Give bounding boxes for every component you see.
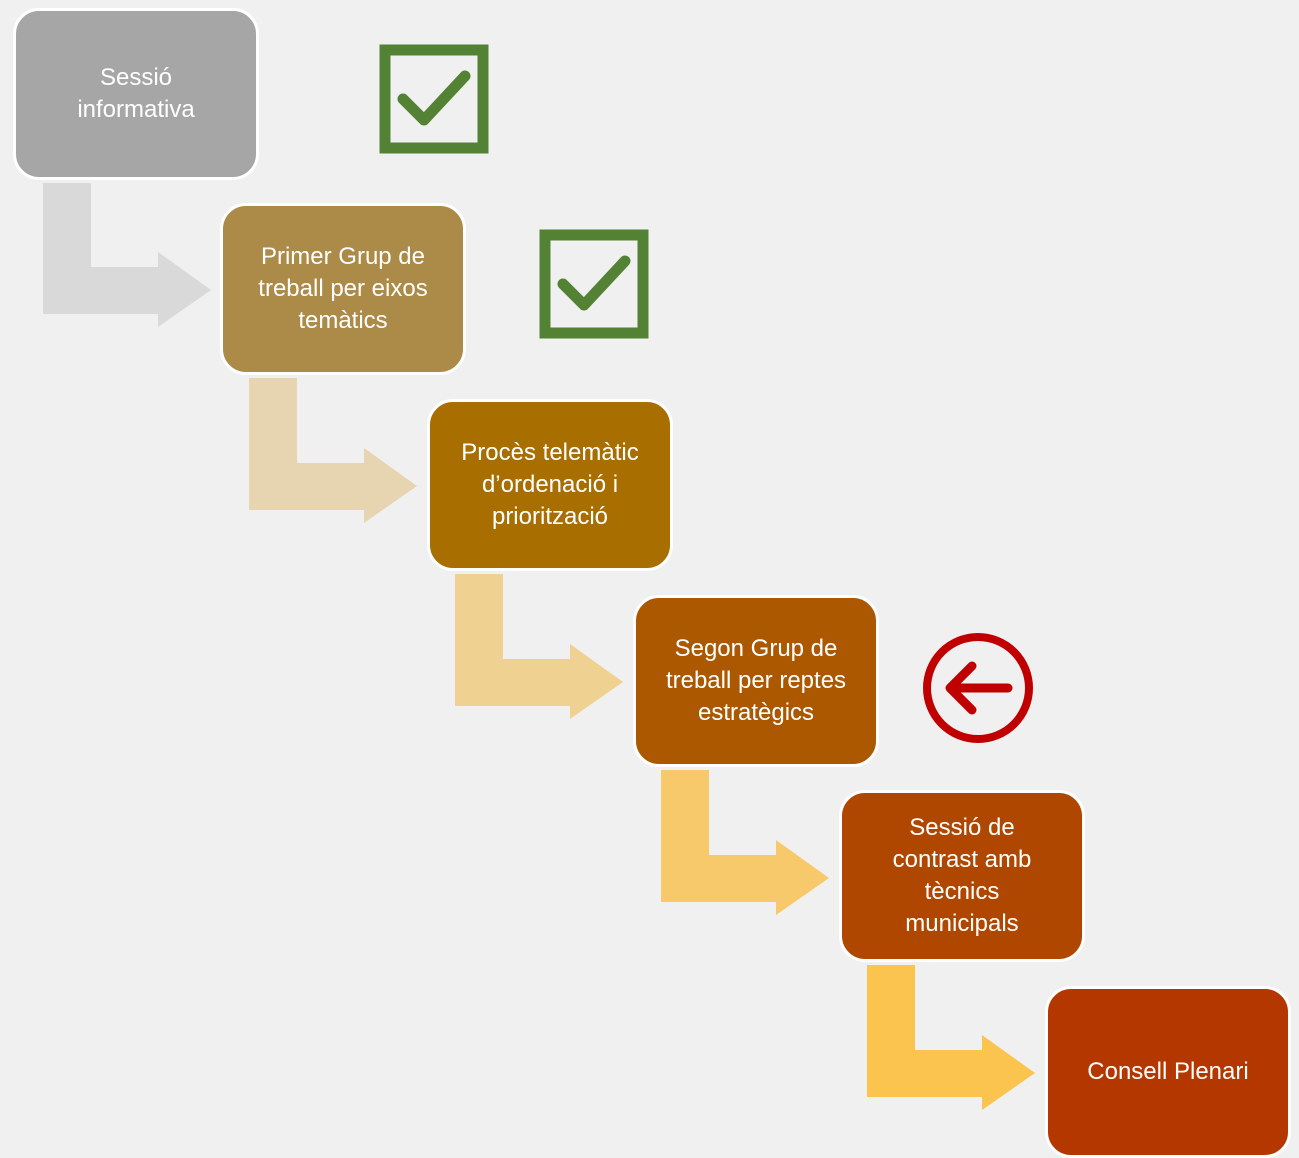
- step-segon-grup-treball: Segon Grup de treball per reptes estratè…: [633, 595, 879, 767]
- step-label-line: priorització: [491, 503, 609, 530]
- circled-left-arrow-icon: [923, 633, 1033, 743]
- step-label-line: contrast amb: [892, 846, 1032, 873]
- connector-arrow-1: [43, 183, 211, 327]
- connector-arrow-3: [455, 574, 623, 719]
- step-label-line: Consell Plenari: [1087, 1058, 1249, 1085]
- connector-arrow-4: [661, 770, 829, 915]
- step-label-line: municipals: [905, 910, 1019, 937]
- step-label: Consell Plenari: [1087, 1056, 1248, 1088]
- step-label: Sessió informativa: [77, 62, 194, 126]
- step-label-line: Sessió: [99, 64, 173, 91]
- step-label: Sessió de contrast amb tècnics municipal…: [893, 812, 1032, 940]
- step-label: Primer Grup de treball per eixos temàtic…: [258, 241, 427, 337]
- step-sessio-contrast: Sessió de contrast amb tècnics municipal…: [839, 790, 1085, 962]
- step-label-line: informativa: [77, 96, 195, 123]
- step-proces-telematic: Procès telemàtic d’ordenació i prioritza…: [427, 399, 673, 571]
- connector-arrow-2: [249, 378, 417, 523]
- step-label-line: Segon Grup de: [674, 635, 838, 662]
- step-label-line: Procès telemàtic: [461, 439, 639, 466]
- step-primer-grup-treball: Primer Grup de treball per eixos temàtic…: [220, 203, 466, 375]
- checkbox-checked-icon: [539, 229, 649, 339]
- step-consell-plenari: Consell Plenari: [1045, 986, 1291, 1158]
- step-label-line: d’ordenació i: [481, 471, 619, 498]
- step-label-line: estratègics: [697, 699, 815, 726]
- step-label-line: treball per reptes: [665, 667, 847, 694]
- connector-arrow-5: [867, 965, 1035, 1110]
- step-label: Procès telemàtic d’ordenació i prioritza…: [461, 437, 638, 533]
- step-label-line: treball per eixos: [258, 275, 428, 302]
- step-label-line: Sessió de: [909, 814, 1015, 841]
- step-label-line: temàtics: [298, 307, 388, 334]
- step-sessio-informativa: Sessió informativa: [13, 8, 259, 180]
- step-label-line: Primer Grup de: [260, 243, 426, 270]
- step-label-line: tècnics: [924, 878, 1000, 905]
- checkbox-checked-icon: [379, 44, 489, 154]
- step-label: Segon Grup de treball per reptes estratè…: [666, 633, 846, 729]
